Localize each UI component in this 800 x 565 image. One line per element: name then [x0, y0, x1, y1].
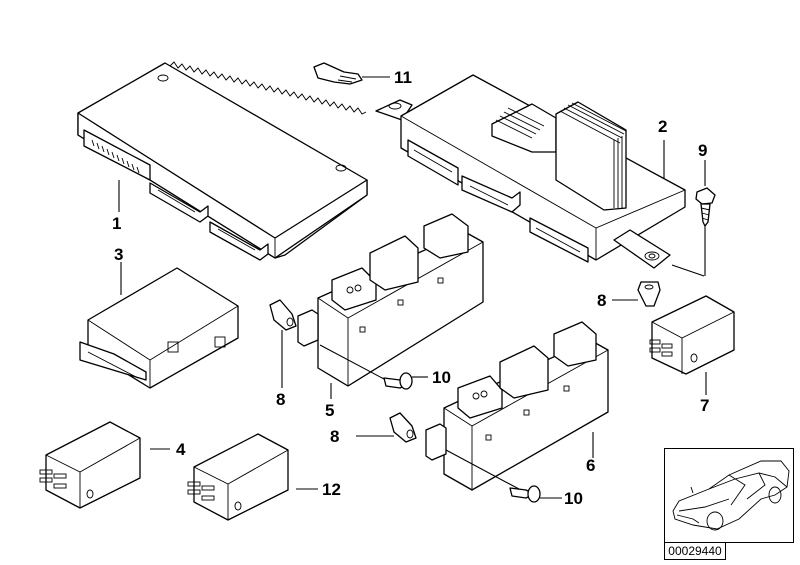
- car-outline-icon: [672, 460, 790, 531]
- callout-11: 11: [394, 68, 412, 87]
- callout-1: 1: [112, 214, 122, 233]
- callout-5: 5: [325, 401, 335, 420]
- part-4-relay[interactable]: [39, 421, 141, 509]
- part-3-control-module[interactable]: [79, 267, 239, 389]
- part-11-clip[interactable]: [313, 62, 363, 85]
- part-10-screw[interactable]: [509, 485, 541, 503]
- part-8-clip-nut[interactable]: [389, 412, 417, 443]
- callout-9: 9: [698, 141, 708, 160]
- callout-8: 8: [597, 291, 607, 310]
- callout-12: 12: [322, 480, 341, 499]
- part-7-relay[interactable]: [649, 295, 735, 375]
- vehicle-locator-inset: [664, 448, 794, 543]
- callout-8: 8: [330, 427, 340, 446]
- callout-3: 3: [114, 245, 124, 264]
- part-2-control-module[interactable]: [375, 74, 686, 269]
- callout-2: 2: [658, 117, 668, 136]
- part-8-clip-nut[interactable]: [637, 281, 661, 307]
- part-8-clip-nut[interactable]: [269, 299, 297, 331]
- part-5-control-module[interactable]: [297, 213, 484, 387]
- part-6-control-module[interactable]: [425, 321, 609, 491]
- part-12-relay[interactable]: [187, 433, 289, 521]
- reference-number: 00029440: [664, 542, 726, 560]
- callout-10: 10: [432, 368, 451, 387]
- callout-10: 10: [564, 489, 583, 508]
- leader-line-5-screw: [319, 344, 385, 380]
- leader-line-9-bracket: [671, 264, 705, 277]
- part-10-screw[interactable]: [383, 372, 413, 390]
- callout-4: 4: [176, 440, 186, 459]
- part-1-control-module[interactable]: [77, 61, 368, 261]
- part-9-bolt[interactable]: [695, 187, 716, 227]
- callout-8: 8: [276, 390, 286, 409]
- callout-6: 6: [586, 456, 596, 475]
- callout-7: 7: [700, 396, 710, 415]
